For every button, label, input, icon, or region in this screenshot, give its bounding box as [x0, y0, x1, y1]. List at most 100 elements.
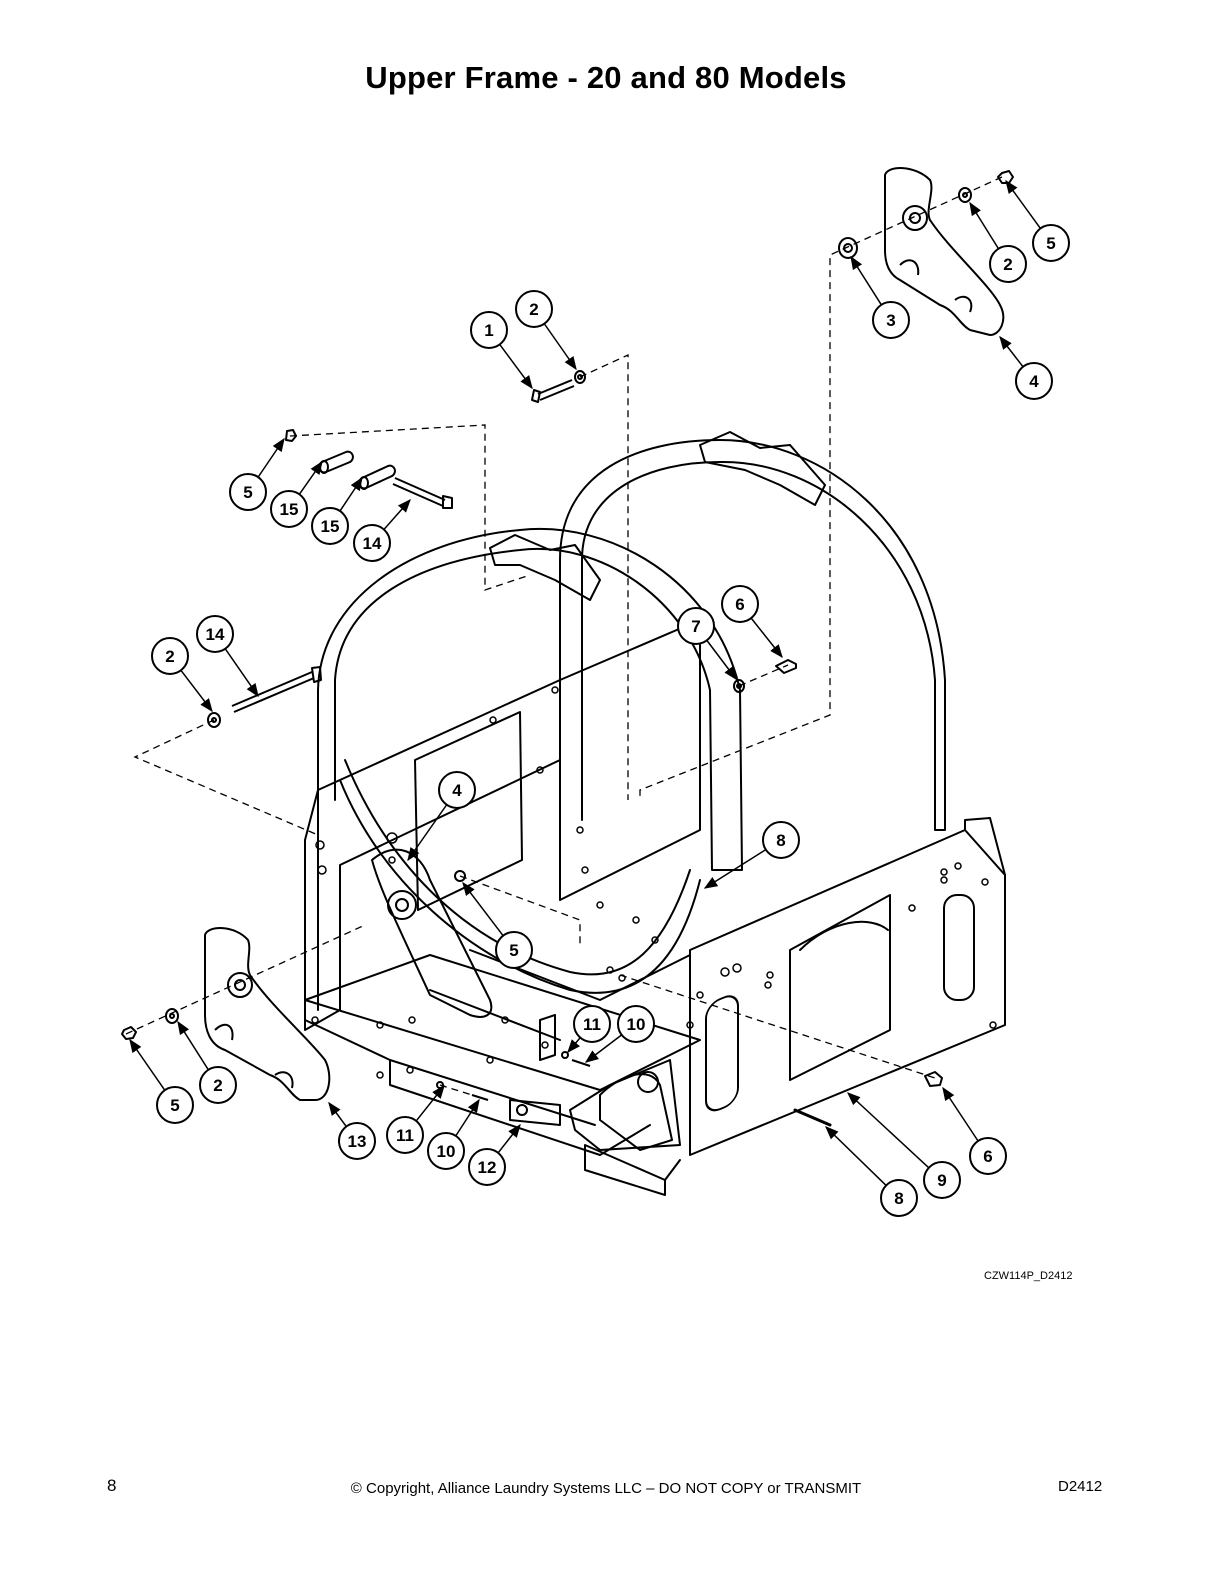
bolt-part-14-long: [311, 666, 322, 683]
callout-circle: [495, 931, 533, 969]
bracket-part-4-top: [884, 167, 1005, 336]
callout-circle: [880, 1179, 918, 1217]
callout-label: 4: [1029, 372, 1039, 391]
callout-5: 5: [129, 1038, 194, 1124]
rear-ring: [559, 439, 946, 831]
callout-10: 10: [584, 1005, 655, 1063]
strap-part-8: [793, 1108, 832, 1127]
callout-label: 14: [206, 625, 225, 644]
callout-label: 6: [983, 1147, 992, 1166]
callout-circle: [199, 1066, 237, 1104]
callout-leader: [567, 1037, 581, 1054]
right-panel-window: [789, 894, 891, 1081]
callout-label: 11: [396, 1126, 414, 1145]
callout-circle: [196, 615, 234, 653]
callout-label: 9: [937, 1171, 946, 1190]
callout-2: 2: [177, 1020, 237, 1104]
callout-leader: [129, 1038, 166, 1091]
callout-circle: [156, 1086, 194, 1124]
callout-circle: [229, 473, 267, 511]
callout-13: 13: [328, 1101, 376, 1160]
callout-circle: [762, 821, 800, 859]
bolt-part-1: [531, 389, 541, 403]
callout-6: 6: [942, 1086, 1007, 1175]
callout-label: 5: [1046, 234, 1055, 253]
callout-leader: [224, 648, 259, 698]
callout-4: 4: [407, 771, 476, 862]
callout-label: 13: [348, 1132, 367, 1151]
callout-leader: [455, 1098, 480, 1137]
callout-circle: [468, 1148, 506, 1186]
callout-label: 15: [280, 500, 299, 519]
callout-label: 5: [509, 941, 518, 960]
callout-15: 15: [270, 460, 323, 528]
callout-label: 2: [165, 647, 174, 666]
callout-14: 14: [196, 615, 259, 698]
callout-leader: [339, 476, 363, 512]
callout-leader: [1005, 179, 1042, 229]
callout-leader: [298, 460, 323, 495]
callout-leader: [584, 1034, 623, 1063]
callout-circle: [573, 1005, 611, 1043]
callout-5: 5: [229, 437, 285, 511]
callout-2: 2: [515, 290, 577, 371]
callout-leader: [328, 1101, 347, 1127]
callout-14: 14: [353, 498, 411, 562]
callout-leader: [407, 804, 448, 862]
footer-doc-code: D2412: [1058, 1478, 1103, 1495]
callout-label: 5: [243, 483, 252, 502]
page-title: Upper Frame - 20 and 80 Models: [365, 60, 847, 95]
callout-circle: [338, 1122, 376, 1160]
callout-2: 2: [969, 201, 1027, 283]
callout-circle: [969, 1137, 1007, 1175]
callout-circle: [677, 607, 715, 645]
callout-label: 15: [321, 517, 340, 536]
right-side-panel: [689, 829, 1006, 1156]
callout-leader: [499, 344, 533, 390]
callout-circle: [386, 1116, 424, 1154]
callout-5: 5: [462, 881, 533, 969]
footer-page-number: 8: [107, 1476, 117, 1495]
base-plate: [584, 1144, 666, 1196]
callout-label: 2: [1003, 255, 1012, 274]
loose-parts: [121, 167, 1014, 1101]
drawing-code: CZW114P_D2412: [984, 1270, 1073, 1282]
callout-leader: [942, 1086, 979, 1142]
callout-leader: [415, 1084, 445, 1122]
cradle-arc: [339, 779, 701, 994]
callout-leader: [257, 437, 285, 478]
callout-circle: [438, 771, 476, 809]
frame-holes: [311, 686, 997, 1079]
callout-8: 8: [825, 1126, 918, 1217]
assembly-lines: [125, 176, 1003, 1101]
callout-15: 15: [311, 476, 363, 545]
callout-10: 10: [427, 1098, 480, 1170]
callout-leader: [383, 498, 411, 531]
callout-circle: [989, 245, 1027, 283]
callout-5: 5: [1005, 179, 1070, 262]
callout-8: 8: [703, 821, 800, 889]
callout-circle: [617, 1005, 655, 1043]
callout-label: 7: [691, 617, 700, 636]
callout-leader: [969, 201, 1000, 250]
callout-label: 10: [437, 1142, 456, 1161]
callout-circle: [515, 290, 553, 328]
callout-label: 8: [776, 831, 785, 850]
callout-leader: [999, 335, 1024, 368]
callout-4: 4: [999, 335, 1053, 400]
callout-label: 6: [735, 595, 744, 614]
callout-leader: [462, 881, 504, 937]
frame-assembly: [304, 431, 1006, 1196]
callout-label: 3: [886, 311, 895, 330]
callout-leader: [825, 1126, 887, 1186]
callout-circle: [353, 524, 391, 562]
callout-label: 14: [363, 534, 382, 553]
callout-6: 6: [721, 585, 783, 659]
callout-label: 2: [529, 300, 538, 319]
callout-leader: [177, 1020, 209, 1071]
callout-leader: [497, 1123, 521, 1154]
callout-label: 12: [478, 1158, 497, 1177]
callout-leader: [706, 639, 737, 681]
callout-11: 11: [567, 1005, 611, 1054]
front-ring: [317, 527, 743, 871]
